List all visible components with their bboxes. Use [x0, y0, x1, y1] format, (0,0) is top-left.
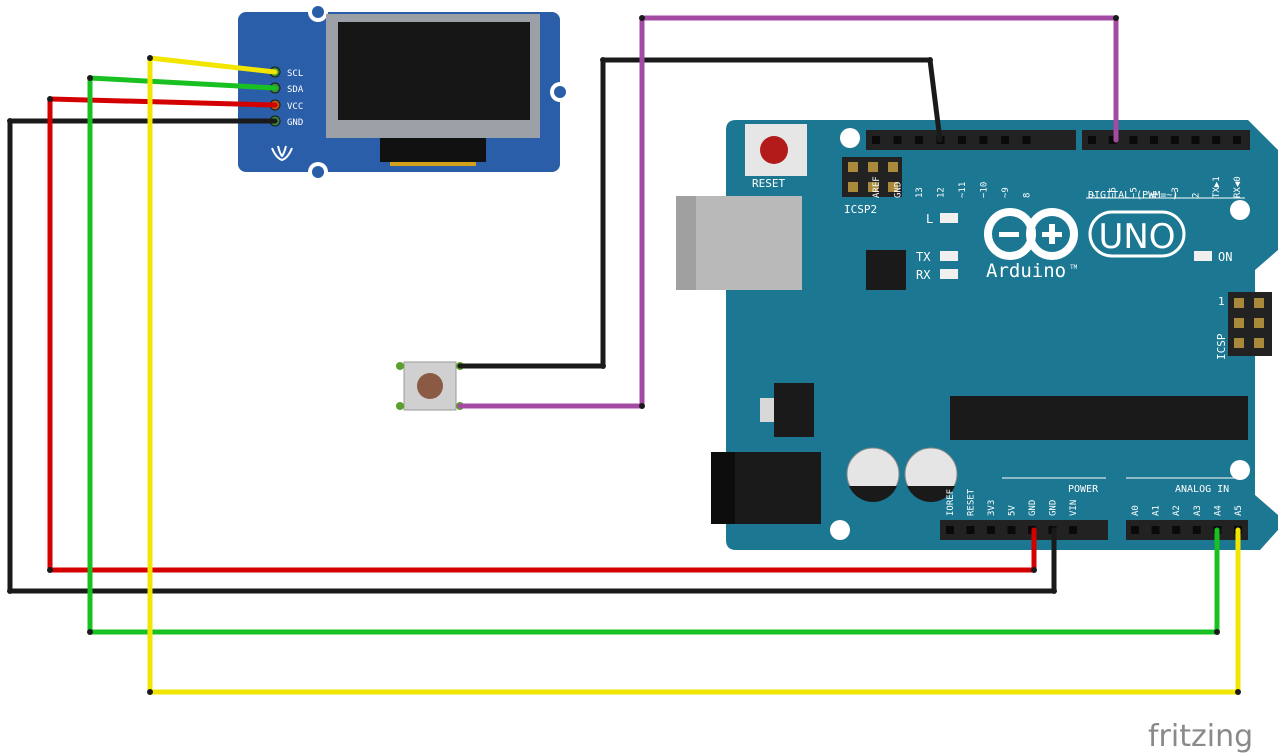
digital-pin-socket[interactable]	[1170, 136, 1179, 144]
analog-pin-label: A0	[1131, 505, 1141, 516]
icsp-label: ICSP	[1215, 333, 1228, 360]
digital-pin-socket[interactable]	[958, 136, 966, 144]
push-button-switch[interactable]	[396, 361, 464, 411]
power-header	[940, 520, 1108, 540]
digital-pin-socket[interactable]	[979, 136, 988, 144]
digital-title-label: DIGITAL (PWM=~)	[1088, 190, 1178, 201]
seeed-logo-icon	[271, 145, 293, 162]
digital-pin-socket[interactable]	[1088, 136, 1096, 144]
arduino-logo-icon	[984, 208, 1186, 260]
uno-model-label: UNO	[1098, 217, 1175, 257]
reset-label: RESET	[752, 177, 785, 190]
status-led-icon	[940, 213, 1212, 279]
usb-connector	[676, 196, 802, 290]
oled-display-module: SCL SDA VCC GND	[238, 2, 570, 182]
microcontroller-chip	[950, 396, 1248, 440]
analog-pin-label: A3	[1193, 505, 1203, 516]
digital-pin-label: 2	[1192, 193, 1202, 198]
analog-header	[1126, 520, 1248, 540]
power-pin-label: VIN	[1069, 500, 1079, 516]
digital-pin-socket[interactable]	[1001, 136, 1009, 144]
icsp-pin1-label: 1	[1218, 295, 1225, 308]
digital-pin-sockets	[872, 136, 1241, 144]
icsp2-label: ICSP2	[844, 203, 877, 216]
power-pin-label: RESET	[967, 488, 977, 516]
voltage-regulator	[774, 383, 814, 437]
digital-pin-socket[interactable]	[1232, 136, 1241, 144]
oled-pin-sda-label: SDA	[287, 85, 304, 95]
analog-pin-socket[interactable]	[1192, 526, 1201, 534]
digital-pin-socket[interactable]	[1150, 136, 1159, 144]
power-pin-label: 5V	[1008, 505, 1018, 516]
digital-pin-label: ~6	[1109, 187, 1119, 198]
wire-junction-points	[7, 15, 1241, 695]
power-pin-label: GND	[1028, 500, 1038, 516]
digital-pin-socket[interactable]	[1022, 136, 1031, 144]
digital-pin-socket[interactable]	[915, 136, 923, 144]
power-pin-label: 3V3	[987, 500, 997, 516]
oled-pin-vcc-label: VCC	[287, 102, 303, 112]
digital-pin-label: 8	[1023, 193, 1033, 198]
usb-chip	[866, 250, 906, 290]
analog-pin-label: A5	[1234, 505, 1244, 516]
analog-title-label: ANALOG IN	[1175, 484, 1229, 495]
digital-pin-label: 7	[1088, 193, 1098, 198]
digital-pin-socket[interactable]	[872, 136, 880, 144]
digital-pin-label: GND	[894, 182, 904, 198]
digital-pin-label: 4	[1150, 193, 1160, 198]
reset-button-cap	[760, 136, 788, 164]
oled-pin-gnd-label: GND	[287, 118, 303, 128]
led-l-label: L	[926, 212, 933, 226]
oled-pin-scl-label: SCL	[287, 69, 303, 79]
digital-pin-label: TX▶1	[1212, 176, 1222, 198]
power-pin-socket[interactable]	[946, 526, 954, 534]
analog-pin-label: A2	[1172, 505, 1182, 516]
digital-pin-socket[interactable]	[1129, 136, 1138, 144]
digital-pin-label: RX◀0	[1233, 176, 1243, 198]
analog-pin-socket[interactable]	[1172, 526, 1181, 534]
analog-pin-socket[interactable]	[1151, 526, 1160, 534]
power-title-label: POWER	[1068, 484, 1099, 495]
digital-header-right	[1082, 130, 1250, 150]
digital-pin-label: ~11	[958, 182, 968, 198]
digital-pin-socket[interactable]	[1108, 136, 1117, 144]
arduino-brand-label: Arduino	[986, 260, 1066, 282]
power-pin-socket[interactable]	[987, 526, 995, 534]
analog-pin-socket[interactable]	[1131, 526, 1139, 534]
analog-pin-label: A4	[1213, 505, 1223, 516]
analog-pin-label: A1	[1152, 505, 1162, 516]
led-on-label: ON	[1218, 250, 1232, 264]
power-pin-socket[interactable]	[1069, 526, 1077, 534]
capacitor-icon	[846, 447, 958, 502]
digital-pin-label: 12	[937, 187, 947, 198]
digital-pin-label: ~3	[1171, 187, 1181, 198]
power-pin-socket[interactable]	[1007, 526, 1016, 534]
digital-header-left	[866, 130, 1076, 150]
digital-pin-socket[interactable]	[893, 136, 902, 144]
digital-pin-label: ~5	[1129, 187, 1139, 198]
trademark-label: TM	[1070, 264, 1078, 271]
power-pin-socket[interactable]	[966, 526, 975, 534]
power-pin-label: IOREF	[946, 489, 956, 516]
digital-pin-label: 13	[915, 187, 925, 198]
digital-pin-label: ~9	[1001, 187, 1011, 198]
led-rx-label: RX	[916, 268, 931, 282]
digital-pin-label: ~10	[980, 182, 990, 198]
fritzing-watermark: fritzing	[1148, 719, 1253, 754]
arduino-uno-board: RESET ICSP2	[676, 120, 1278, 550]
oled-screen	[338, 22, 530, 120]
digital-pin-socket[interactable]	[1191, 136, 1200, 144]
led-tx-label: TX	[916, 250, 931, 264]
digital-pin-label: AREF	[872, 176, 882, 198]
digital-pin-socket[interactable]	[1212, 136, 1221, 144]
power-pin-label: GND	[1049, 500, 1059, 516]
